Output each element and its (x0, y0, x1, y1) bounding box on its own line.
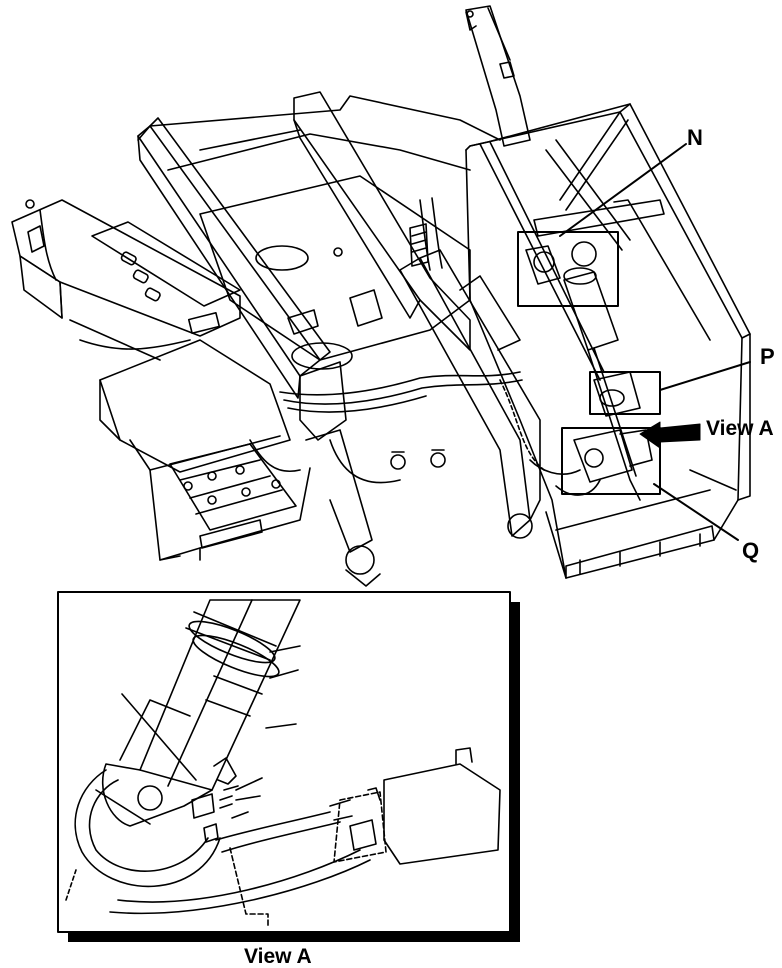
leader-p (659, 361, 751, 391)
detail-frame (57, 591, 511, 933)
view-a-arrow (639, 421, 701, 449)
callout-box-n (517, 231, 619, 307)
callout-label-n: N (687, 125, 703, 150)
view-a-arrow-label: View A (706, 417, 774, 440)
detail-caption: View A (244, 945, 312, 968)
leader-q (653, 483, 739, 541)
detail-view-a (57, 591, 520, 942)
leader-n (559, 143, 687, 237)
callout-box-q (561, 427, 661, 495)
callout-label-q: Q (742, 538, 760, 563)
chassis-frame (11, 5, 541, 587)
callout-box-p (589, 371, 661, 415)
callout-label-p: P (760, 344, 775, 369)
callout-markers (517, 143, 751, 541)
